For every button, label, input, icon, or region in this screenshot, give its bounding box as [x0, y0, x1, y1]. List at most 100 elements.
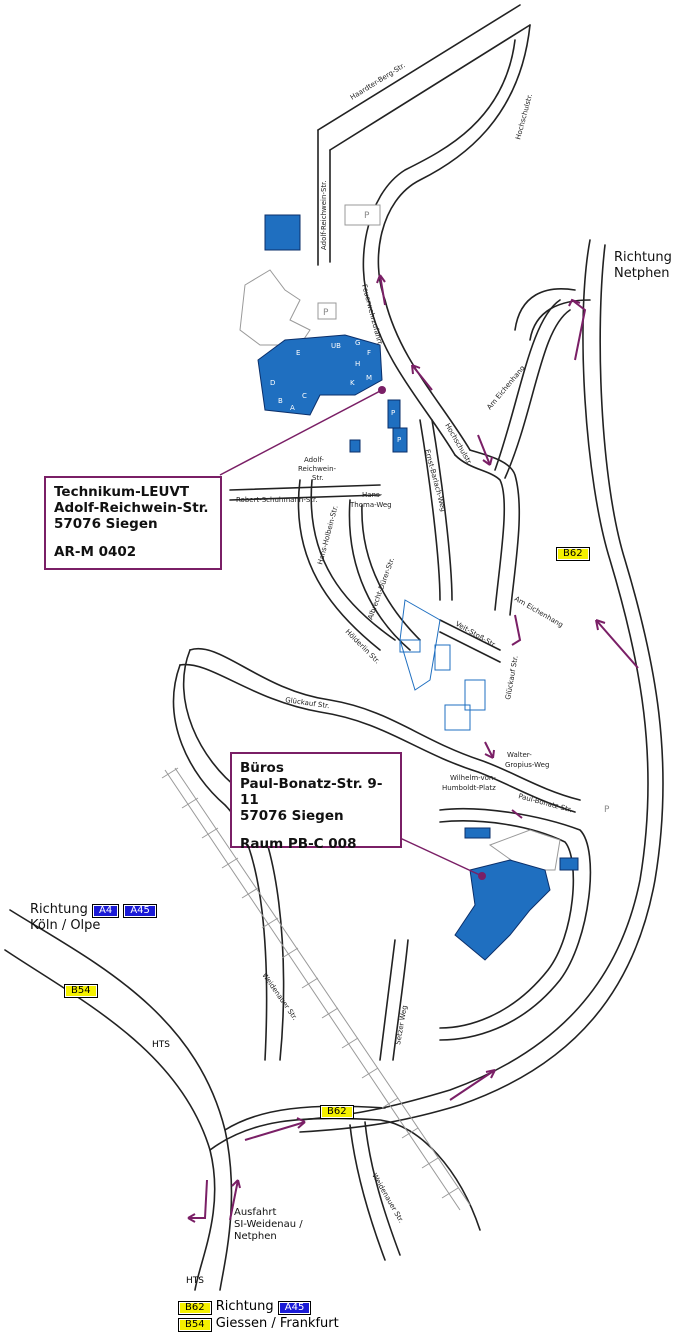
badge-b54-north: B54 [64, 984, 98, 998]
road-hans-holbein [297, 479, 396, 651]
svg-text:Reichwein-: Reichwein- [298, 465, 336, 473]
street-hans-holbein: Hans-Holbein-Str. [316, 505, 340, 566]
svg-text:E: E [296, 349, 300, 357]
street-veit: Veit-Stoß-Str. [454, 620, 498, 650]
svg-text:Thoma-Weg: Thoma-Weg [349, 501, 392, 509]
svg-text:P: P [604, 805, 610, 815]
svg-text:P: P [391, 409, 395, 417]
route-arrows [187, 274, 639, 1223]
road-robert-schuhmann [229, 484, 381, 501]
road-ernst-barlach [419, 419, 453, 601]
svg-text:K: K [350, 379, 355, 387]
office-ar-line-2: Adolf-Reichwein-Str. [54, 500, 209, 516]
street-eichenhang-1: Am Eichenhang [485, 364, 526, 411]
exit-label: Ausfahrt SI-Weidenau / Netphen [234, 1207, 303, 1242]
svg-text:Walter-: Walter- [507, 751, 532, 759]
office-box-pb: Büros Paul-Bonatz-Str. 9-11 57076 Siegen… [230, 752, 402, 852]
marker-ar[interactable] [378, 386, 386, 394]
svg-text:M: M [366, 374, 372, 382]
svg-text:Wilhelm-von-: Wilhelm-von- [450, 774, 496, 782]
building-ar-small[interactable] [349, 439, 361, 453]
street-adolf-vertical: Adolf-Reichwein-Str. [320, 180, 328, 250]
road-setzer-weg [379, 939, 409, 1061]
badge-b62-center: B62 [320, 1105, 354, 1119]
svg-text:Humboldt-Platz: Humboldt-Platz [442, 784, 496, 792]
svg-text:P: P [397, 436, 401, 444]
road-hochschulstr-east [454, 449, 521, 616]
street-ernst: Ernst-Barlach-Weg [423, 448, 447, 512]
building-labels: E D UB G F H K M B C A P P [270, 339, 401, 444]
svg-text:C: C [302, 392, 307, 400]
svg-text:Gropius-Weg: Gropius-Weg [505, 761, 549, 769]
parking-labels: P P P [323, 211, 610, 815]
road-veit-stoss [439, 619, 501, 663]
road-albrecht-durer [348, 499, 421, 651]
railway-line-2 [174, 767, 471, 1206]
building-pb-complex[interactable] [454, 859, 551, 961]
office-pb-line-2: Paul-Bonatz-Str. 9-11 [240, 776, 383, 808]
svg-text:G: G [355, 339, 360, 347]
office-pb-room: Raum PB-C 008 [240, 836, 357, 852]
parking-area-1 [344, 204, 381, 226]
badge-a45-koeln: A45 [123, 904, 157, 918]
building-pb-small[interactable] [464, 827, 491, 839]
svg-text:Str.: Str. [312, 474, 324, 482]
badge-a4: A4 [92, 904, 120, 918]
street-walter: Walter- Gropius-Weg [505, 751, 549, 769]
road-paul-bonatz [439, 807, 592, 1041]
street-hochschul-1: Hochschulstr. [514, 93, 534, 140]
road-hts [4, 909, 233, 1291]
road-haardter-berg [317, 4, 531, 151]
svg-text:Hans-: Hans- [362, 491, 383, 499]
street-setzer: Setzer Weg [394, 1005, 409, 1046]
road-weidenau-junction [209, 1105, 481, 1231]
svg-text:H: H [355, 360, 360, 368]
railway-line [164, 769, 461, 1211]
road-adolf-reichwein-north [317, 129, 331, 266]
road-gluckauf [179, 647, 581, 813]
street-feuerwehr: Feuerwehrzufahrt [360, 283, 384, 345]
office-ar-room: AR-M 0402 [54, 544, 137, 560]
building-ar-north[interactable] [264, 214, 301, 251]
parking-area-2 [317, 302, 337, 320]
badge-b62-south: B62 [178, 1301, 212, 1315]
street-eichenhang-2: Am Eichenhang [513, 595, 564, 629]
office-pb-line-1: Büros [240, 760, 284, 776]
street-weidenauer-2: Weidenauer Str. [370, 1172, 405, 1224]
railway-ties [161, 767, 459, 1199]
street-haardter: Haardter-Berg-Str. [349, 61, 407, 101]
marker-pb[interactable] [478, 872, 486, 880]
building-ar-main[interactable] [257, 334, 383, 416]
leader-pb [399, 837, 483, 877]
street-glueckauf-2: Glückauf Str. [504, 655, 520, 700]
direction-netphen: Richtung Netphen [614, 250, 672, 281]
svg-text:P: P [323, 308, 329, 318]
badge-a45-giessen: A45 [277, 1301, 312, 1315]
road-weidenauer-south [349, 1121, 401, 1261]
direction-giessen: B62 Richtung A45 B54 Giessen / Frankfurt [178, 1298, 339, 1332]
street-adolf-small: Adolf- Reichwein- Str. [298, 456, 336, 482]
hts-label-south: HTS [186, 1276, 204, 1286]
office-ar-line-1: Technikum-LEUVT [54, 484, 190, 500]
campus-center-buildings [399, 599, 486, 731]
svg-text:P: P [364, 211, 370, 221]
building-ar-p2[interactable] [392, 427, 408, 453]
badge-b62-east: B62 [556, 547, 590, 561]
street-hans-thoma: Hans- Thoma-Weg [349, 491, 392, 509]
street-wilhelm: Wilhelm-von- Humboldt-Platz [442, 774, 496, 792]
office-ar-line-3: 57076 Siegen [54, 516, 158, 532]
street-robert: Robert-Schuhmann-Str. [236, 496, 318, 504]
campus-outline-north [239, 269, 311, 346]
hts-label-north: HTS [152, 1040, 170, 1050]
badge-b54-south: B54 [178, 1318, 212, 1332]
office-pb-line-3: 57076 Siegen [240, 808, 344, 824]
building-pb-east[interactable] [559, 857, 579, 871]
leader-ar [219, 389, 383, 476]
svg-text:UB: UB [331, 342, 341, 350]
office-box-ar: Technikum-LEUVT Adolf-Reichwein-Str. 570… [44, 476, 222, 570]
svg-text:Adolf-: Adolf- [304, 456, 324, 464]
svg-text:B: B [278, 397, 283, 405]
road-b62-east [299, 239, 664, 1133]
direction-koeln: Richtung A4 A45 Köln / Olpe [30, 902, 157, 934]
